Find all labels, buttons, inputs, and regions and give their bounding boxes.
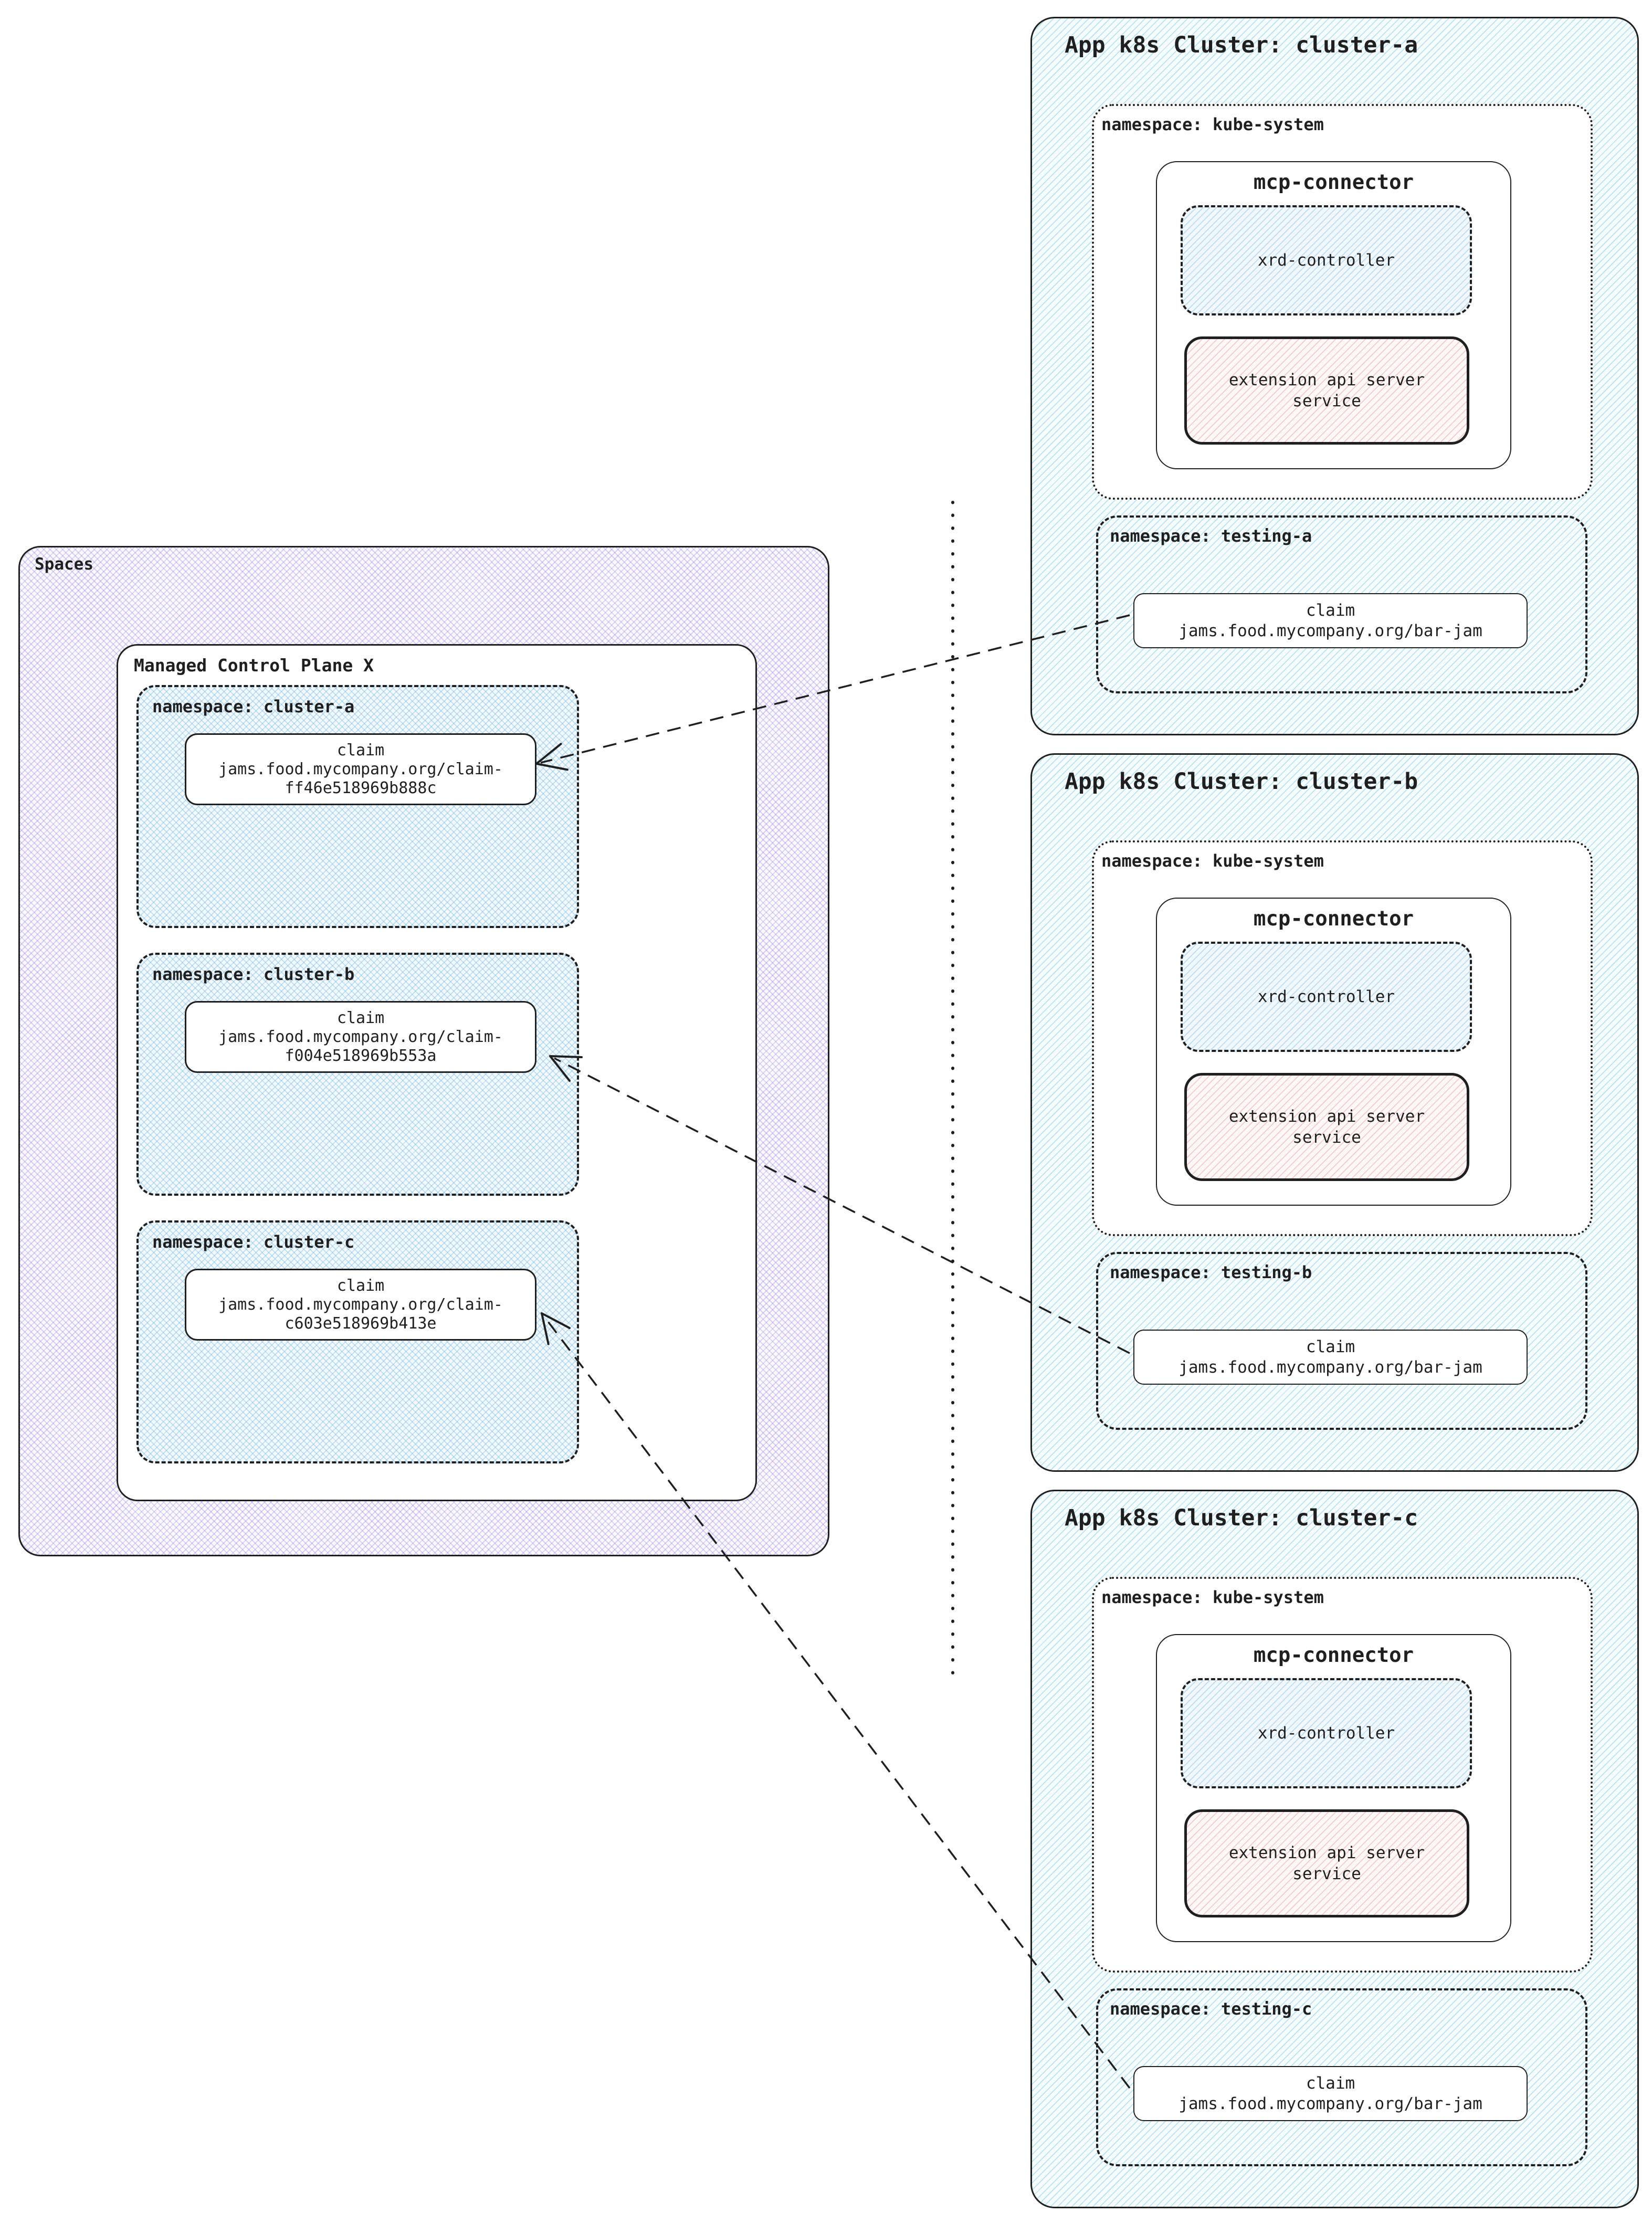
claim-resource-line2: c603e518969b413e (285, 1314, 437, 1333)
cluster-b-xrd-controller-label: xrd-controller (1257, 987, 1395, 1006)
cluster-a-claim-bar-jam: claim jams.food.mycompany.org/bar-jam (1133, 593, 1528, 648)
claim-title: claim (336, 741, 385, 760)
app-cluster-c-title: App k8s Cluster: cluster-c (1065, 1505, 1418, 1531)
claim-resource: jams.food.mycompany.org/bar-jam (1179, 621, 1482, 640)
claim-resource: jams.food.mycompany.org/bar-jam (1179, 2094, 1482, 2113)
cluster-a-testing-label: namespace: testing-a (1110, 526, 1312, 546)
namespace-cluster-c-box: namespace: cluster-c claim jams.food.myc… (136, 1220, 579, 1463)
claim-cluster-a: claim jams.food.mycompany.org/claim- ff4… (185, 733, 536, 805)
claim-resource-line1: jams.food.mycompany.org/claim- (218, 1027, 503, 1046)
extension-api-line1: extension api server (1228, 371, 1425, 389)
claim-resource-line2: ff46e518969b888c (285, 778, 437, 797)
claim-resource: jams.food.mycompany.org/bar-jam (1179, 1357, 1482, 1377)
cluster-c-kube-system-label: namespace: kube-system (1101, 1587, 1324, 1607)
spaces-label: Spaces (35, 555, 93, 574)
managed-control-plane-box: Managed Control Plane X namespace: clust… (117, 644, 757, 1501)
cluster-c-mcp-connector-box: mcp-connector xrd-controller extension a… (1156, 1634, 1511, 1942)
claim-title: claim (336, 1276, 385, 1295)
managed-control-plane-label: Managed Control Plane X (134, 655, 374, 676)
cluster-c-claim-bar-jam: claim jams.food.mycompany.org/bar-jam (1133, 2066, 1528, 2121)
claim-title: claim (1306, 1337, 1355, 1356)
cluster-b-kube-system-box: namespace: kube-system mcp-connector xrd… (1092, 840, 1593, 1236)
namespace-cluster-b-label: namespace: cluster-b (152, 964, 355, 984)
cluster-b-xrd-controller-box: xrd-controller (1181, 942, 1472, 1052)
claim-resource-line1: jams.food.mycompany.org/claim- (218, 760, 503, 778)
app-cluster-c-box: App k8s Cluster: cluster-c namespace: ku… (1030, 1490, 1639, 2208)
cluster-b-testing-box: namespace: testing-b claim jams.food.myc… (1096, 1252, 1587, 1430)
claim-title: claim (1306, 2073, 1355, 2093)
app-cluster-a-title: App k8s Cluster: cluster-a (1065, 32, 1418, 58)
cluster-c-extension-api-box: extension api server service (1184, 1809, 1469, 1917)
cluster-b-kube-system-label: namespace: kube-system (1101, 851, 1324, 871)
cluster-b-extension-api-box: extension api server service (1184, 1073, 1469, 1181)
claim-title: claim (1306, 600, 1355, 620)
extension-api-line1: extension api server (1228, 1107, 1425, 1126)
cluster-c-xrd-controller-label: xrd-controller (1257, 1724, 1395, 1743)
cluster-a-kube-system-label: namespace: kube-system (1101, 114, 1324, 134)
namespace-cluster-a-label: namespace: cluster-a (152, 697, 355, 716)
namespace-cluster-c-label: namespace: cluster-c (152, 1232, 355, 1252)
cluster-a-mcp-connector-box: mcp-connector xrd-controller extension a… (1156, 161, 1511, 469)
extension-api-line2: service (1292, 392, 1361, 410)
app-cluster-b-box: App k8s Cluster: cluster-b namespace: ku… (1030, 753, 1639, 1472)
cluster-b-claim-bar-jam: claim jams.food.mycompany.org/bar-jam (1133, 1330, 1528, 1385)
cluster-a-mcp-connector-label: mcp-connector (1253, 171, 1414, 194)
app-cluster-b-title: App k8s Cluster: cluster-b (1065, 768, 1418, 795)
cluster-c-mcp-connector-label: mcp-connector (1253, 1643, 1414, 1667)
app-cluster-a-box: App k8s Cluster: cluster-a namespace: ku… (1030, 17, 1639, 735)
cluster-c-testing-box: namespace: testing-c claim jams.food.myc… (1096, 1988, 1587, 2166)
cluster-a-kube-system-box: namespace: kube-system mcp-connector xrd… (1092, 104, 1593, 500)
extension-api-line2: service (1292, 1864, 1361, 1883)
extension-api-line1: extension api server (1228, 1843, 1425, 1862)
namespace-cluster-a-box: namespace: cluster-a claim jams.food.myc… (136, 685, 579, 928)
cluster-c-kube-system-box: namespace: kube-system mcp-connector xrd… (1092, 1577, 1593, 1973)
cluster-a-xrd-controller-label: xrd-controller (1257, 251, 1395, 270)
claim-cluster-c: claim jams.food.mycompany.org/claim- c60… (185, 1269, 536, 1341)
cluster-b-mcp-connector-label: mcp-connector (1253, 907, 1414, 931)
extension-api-line2: service (1292, 1128, 1361, 1147)
cluster-a-xrd-controller-box: xrd-controller (1181, 205, 1472, 315)
claim-resource-line2: f004e518969b553a (285, 1046, 437, 1065)
cluster-b-mcp-connector-box: mcp-connector xrd-controller extension a… (1156, 898, 1511, 1206)
cluster-c-testing-label: namespace: testing-c (1110, 1999, 1312, 2019)
cluster-a-extension-api-box: extension api server service (1184, 336, 1469, 445)
claim-resource-line1: jams.food.mycompany.org/claim- (218, 1295, 503, 1314)
namespace-cluster-b-box: namespace: cluster-b claim jams.food.myc… (136, 953, 579, 1196)
cluster-a-testing-box: namespace: testing-a claim jams.food.myc… (1096, 515, 1587, 693)
claim-cluster-b: claim jams.food.mycompany.org/claim- f00… (185, 1001, 536, 1073)
cluster-c-xrd-controller-box: xrd-controller (1181, 1678, 1472, 1788)
cluster-b-testing-label: namespace: testing-b (1110, 1262, 1312, 1282)
claim-title: claim (336, 1008, 385, 1027)
